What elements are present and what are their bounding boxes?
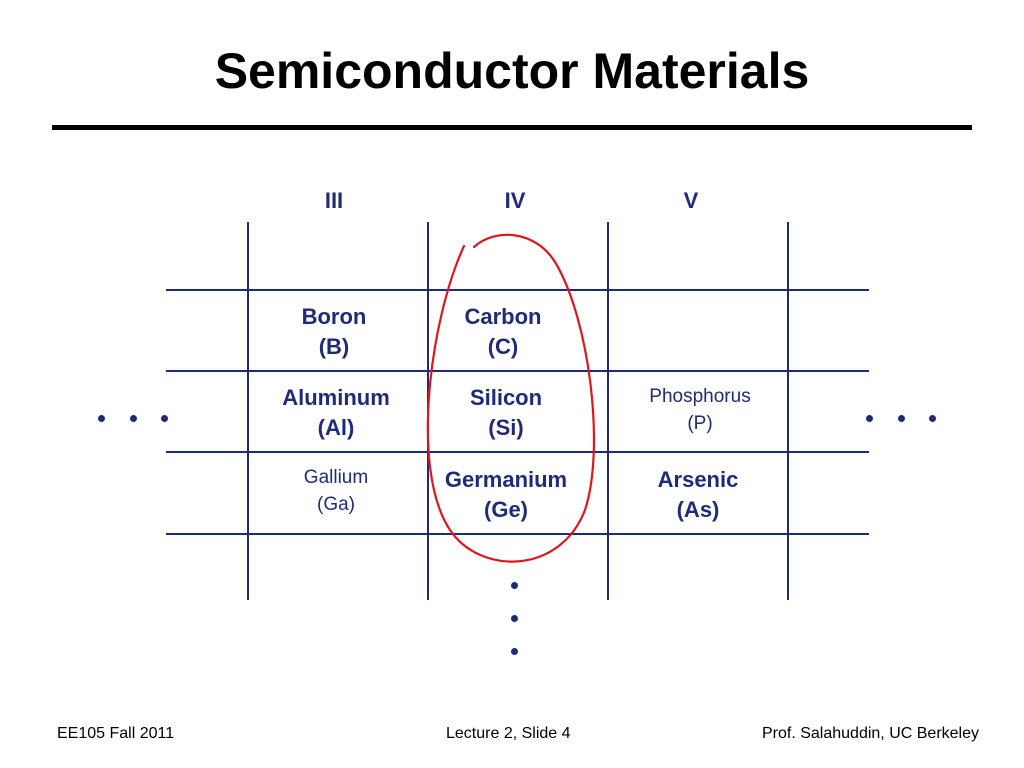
grid-vline (787, 222, 789, 600)
footer-author: Prof. Salahuddin, UC Berkeley (762, 725, 979, 742)
element-name: Arsenic (657, 467, 739, 492)
element-cell-gallium: Gallium (Ga) (246, 464, 426, 518)
column-header-v: V (683, 188, 699, 213)
ellipsis-dot (130, 415, 137, 422)
ellipsis-dot (98, 415, 105, 422)
element-cell-aluminum: Aluminum (Al) (246, 383, 426, 443)
annotation-stroke (426, 233, 596, 563)
slide-title: Semiconductor Materials (214, 43, 810, 99)
ellipsis-dot (511, 648, 518, 655)
grid-vline (607, 222, 609, 600)
ellipsis-dot (866, 415, 873, 422)
element-cell-phosphorus: Phosphorus (P) (610, 383, 790, 437)
element-name: Carbon (464, 304, 542, 329)
element-symbol: (C) (487, 334, 519, 359)
grid-hline (166, 289, 869, 291)
element-cell-arsenic: Arsenic (As) (608, 465, 788, 525)
element-symbol: (Ga) (317, 494, 355, 515)
element-name: Aluminum (282, 385, 390, 410)
grid-hline (166, 370, 869, 372)
element-symbol: (As) (676, 497, 720, 522)
element-symbol: (Al) (317, 415, 355, 440)
ellipsis-dot (161, 415, 168, 422)
title-divider (52, 125, 972, 130)
grid-hline (166, 451, 869, 453)
element-name: Gallium (303, 467, 369, 488)
element-cell-silicon: Silicon (Si) (416, 383, 596, 443)
ellipsis-dot (511, 615, 518, 622)
element-cell-boron: Boron (B) (244, 302, 424, 362)
footer-lecture: Lecture 2, Slide 4 (446, 725, 571, 742)
ellipsis-dot (898, 415, 905, 422)
element-name: Phosphorus (649, 386, 751, 407)
grid-hline (166, 533, 869, 535)
element-symbol: (Ge) (484, 497, 528, 522)
element-cell-germanium: Germanium (Ge) (416, 465, 596, 525)
element-name: Silicon (469, 385, 543, 410)
element-symbol: (B) (318, 334, 350, 359)
grid-vline (247, 222, 249, 600)
column-header-iv: IV (504, 188, 526, 213)
element-name: Germanium (444, 467, 568, 492)
element-symbol: (Si) (488, 415, 524, 440)
element-name: Boron (301, 304, 367, 329)
ellipsis-dot (511, 582, 518, 589)
footer-course: EE105 Fall 2011 (57, 725, 175, 742)
ellipsis-dot (929, 415, 936, 422)
element-cell-carbon: Carbon (C) (413, 302, 593, 362)
column-header-iii: III (324, 188, 344, 213)
element-symbol: (P) (687, 413, 713, 434)
